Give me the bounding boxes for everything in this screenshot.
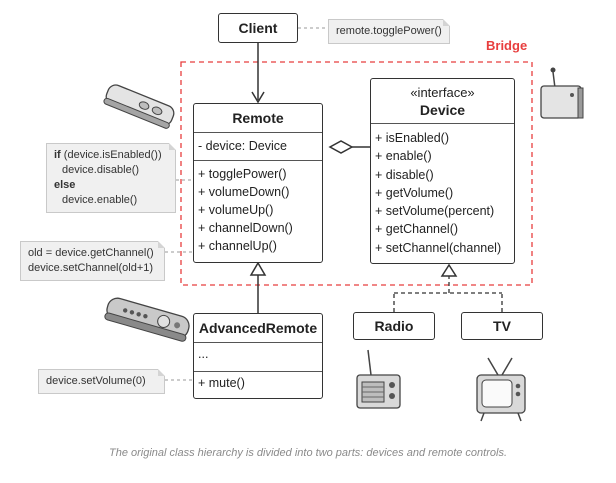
tv-class: TV: [461, 312, 543, 340]
device-method: + isEnabled(): [375, 131, 449, 145]
bridge-label: Bridge: [486, 38, 528, 53]
figure-caption: The original class hierarchy is divided …: [108, 447, 508, 459]
bridge-frame: [180, 61, 533, 286]
remote-device-aggregation: [328, 140, 370, 154]
toggle-note-line: if (device.isEnabled()): [54, 149, 162, 161]
advanced-remote-inheritance: [249, 261, 267, 313]
remote-method: + channelUp(): [198, 239, 277, 253]
advanced-remote-fields: ...: [194, 342, 322, 371]
tv-class-name: TV: [493, 318, 511, 334]
device-method: + getChannel(): [375, 222, 459, 237]
remote-method: + togglePower(): [198, 167, 287, 181]
advanced-remote-field: ...: [198, 347, 209, 361]
remote-methods: + togglePower() + volumeDown() + volumeU…: [194, 160, 322, 258]
advanced-remote-methods: + mute(): [194, 371, 322, 395]
remote-class-name: Remote: [232, 110, 284, 126]
tv-icon: [476, 357, 526, 422]
radio-class: Radio: [353, 312, 435, 340]
remote-method: + volumeDown(): [198, 185, 290, 199]
radio-icon: [356, 349, 401, 409]
advanced-remote-method: + mute(): [198, 376, 245, 390]
client-note-text: remote.togglePower(): [336, 25, 442, 37]
device-interface-name: Device: [419, 102, 466, 118]
channel-note-line: old = device.getChannel(): [28, 247, 154, 259]
channel-note-line: device.setChannel(old+1): [28, 262, 154, 274]
mute-note: device.setVolume(0): [38, 369, 165, 394]
device-method: + setChannel(channel): [375, 240, 502, 255]
device-method: + enable(): [375, 149, 432, 164]
client-note: remote.togglePower(): [328, 19, 450, 44]
device-realization: [393, 263, 503, 312]
advanced-remote-class-name: AdvancedRemote: [198, 320, 318, 336]
remote-method: + channelDown(): [198, 221, 293, 235]
toggle-note-line: device.disable(): [62, 164, 140, 176]
advanced-remote-class: AdvancedRemote ... + mute(): [193, 313, 323, 399]
device-method: + setVolume(percent): [375, 204, 495, 219]
wireless-device-icon: [540, 67, 584, 119]
toggle-power-note: if (device.isEnabled()) device.disable()…: [46, 143, 176, 213]
client-class-name: Client: [238, 20, 278, 36]
mute-note-text: device.setVolume(0): [46, 375, 146, 387]
remote-class: Remote - device: Device + togglePower() …: [193, 103, 323, 263]
toggle-note-line: else: [54, 179, 76, 191]
simple-remote-icon: [103, 84, 175, 129]
toggle-note-line: device.enable(): [62, 194, 138, 206]
remote-method: + volumeUp(): [198, 203, 274, 217]
advanced-remote-icon: [104, 297, 190, 342]
channel-up-note: old = device.getChannel() device.setChan…: [20, 241, 165, 281]
device-method: + getVolume(): [375, 185, 454, 200]
device-stereotype: «interface»: [410, 85, 475, 100]
device-interface: «interface» Device + isEnabled() + enabl…: [370, 78, 515, 264]
device-method: + disable(): [375, 167, 434, 182]
radio-class-name: Radio: [374, 318, 414, 334]
remote-field: - device: Device: [198, 139, 287, 153]
client-class: Client: [218, 13, 298, 43]
client-remote-association: [251, 43, 265, 104]
remote-fields: - device: Device: [194, 132, 322, 160]
device-methods: + isEnabled() + enable() + disable() + g…: [371, 123, 514, 260]
